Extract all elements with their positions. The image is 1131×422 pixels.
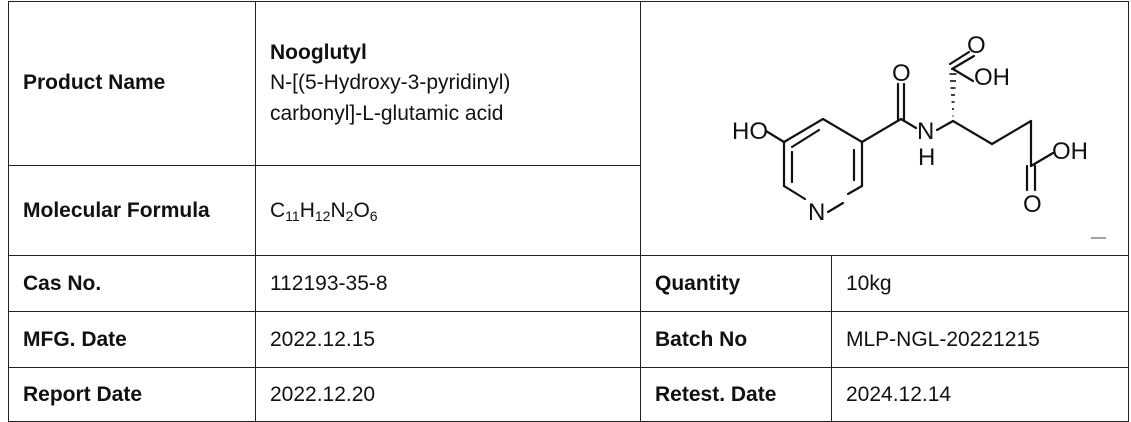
label-molecular-formula: Molecular Formula [8, 165, 256, 257]
value-quantity: 10kg [831, 255, 1129, 313]
product-name-main: Nooglutyl [270, 40, 367, 64]
product-name-line2: carbonyl]-L-glutamic acid [270, 101, 504, 125]
label-quantity: Quantity [640, 255, 832, 313]
row-molecular-formula: Molecular Formula C11H12N2O6 [8, 165, 1129, 257]
atom-o-amide: O [892, 60, 911, 87]
label-batch-no: Batch No [640, 311, 832, 369]
row-report-retest: Report Date 2022.12.20 Retest. Date 2024… [8, 367, 1129, 422]
atom-n-amide: N [917, 118, 934, 145]
value-mfg-date: 2022.12.15 [255, 311, 641, 369]
atom-ho: HO [732, 118, 768, 145]
chemical-structure: HO N O N H O OH OH O [732, 32, 1106, 239]
label-product-name: Product Name [8, 0, 256, 167]
value-cas-no: 112193-35-8 [255, 255, 641, 313]
label-cas-no: Cas No. [8, 255, 256, 313]
atom-n-ring: N [808, 199, 825, 226]
atom-oh-acid2: OH [1052, 138, 1088, 165]
value-report-date: 2022.12.20 [255, 367, 641, 422]
atom-oh-acid1: OH [974, 64, 1010, 91]
coa-info-table: Product Name Nooglutyl N-[(5-Hydroxy-3-p… [8, 0, 1129, 422]
label-retest-date: Retest. Date [640, 367, 832, 422]
product-name-line1: N-[(5-Hydroxy-3-pyridinyl) [270, 71, 511, 95]
row-product-name: Product Name Nooglutyl N-[(5-Hydroxy-3-p… [8, 0, 1129, 257]
value-batch-no: MLP-NGL-20221215 [831, 311, 1129, 369]
label-mfg-date: MFG. Date [8, 311, 256, 369]
atom-o-acid2: O [1023, 191, 1042, 218]
label-report-date: Report Date [8, 367, 256, 422]
atom-h-amide: H [918, 144, 935, 171]
row-cas-quantity: Cas No. 112193-35-8 Quantity 10kg [8, 255, 1129, 313]
atom-o-acid1: O [967, 32, 986, 59]
structure-cell: HO N O N H O OH OH O [640, 0, 1129, 257]
value-product-name: Nooglutyl N-[(5-Hydroxy-3-pyridinyl) car… [255, 0, 641, 167]
row-mfg-batch: MFG. Date 2022.12.15 Batch No MLP-NGL-20… [8, 311, 1129, 369]
value-molecular-formula: C11H12N2O6 [255, 165, 641, 257]
